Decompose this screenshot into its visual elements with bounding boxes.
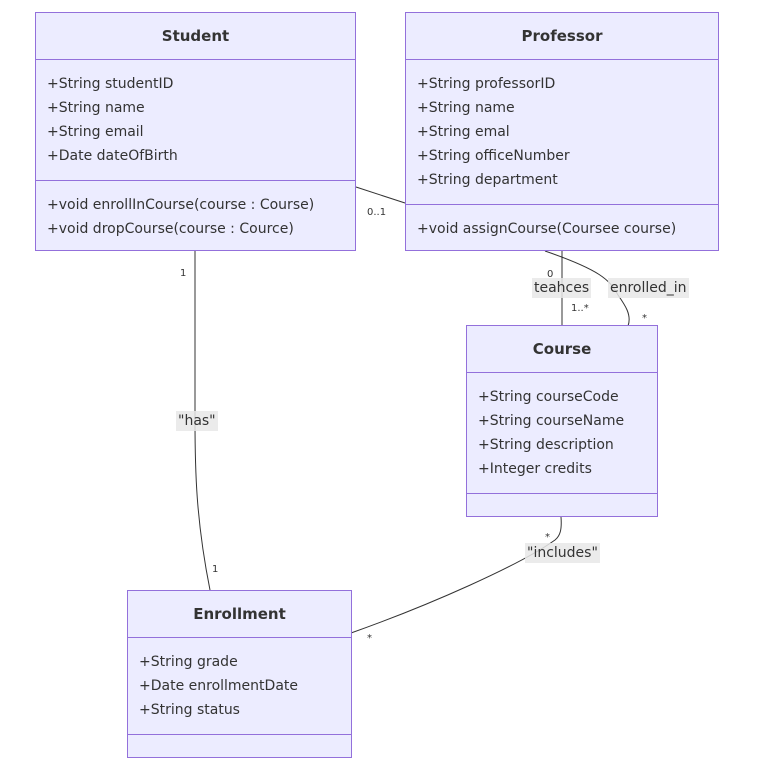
attributes-section: +String courseCode +String courseName +S… (467, 373, 657, 494)
class-title: Course (467, 326, 657, 373)
multiplicity: * (642, 313, 647, 324)
methods-section: +void assignCourse(Coursee course) (406, 205, 718, 249)
multiplicity: 1 (180, 268, 187, 279)
class-professor[interactable]: Professor +String professorID +String na… (405, 12, 719, 251)
attribute: +String professorID (417, 76, 556, 92)
methods-section (128, 735, 351, 755)
edge-student-professor (355, 186, 406, 204)
relation-label-enrolled-in: enrolled_in (608, 278, 689, 298)
attributes-section: +String professorID +String name +String… (406, 60, 718, 205)
method: +void enrollInCourse(course : Course) (47, 197, 315, 213)
class-course[interactable]: Course +String courseCode +String course… (466, 325, 658, 517)
attribute: +String name (417, 100, 515, 116)
attribute: +String courseCode (478, 389, 619, 405)
multiplicity: 1..* (571, 303, 589, 314)
attribute: +String studentID (47, 76, 174, 92)
methods-section (467, 494, 657, 514)
attribute: +String status (139, 702, 240, 718)
method: +void assignCourse(Coursee course) (417, 221, 677, 237)
class-title: Enrollment (128, 591, 351, 638)
multiplicity: 0..1 (367, 207, 387, 218)
methods-section: +void enrollInCourse(course : Course) +v… (36, 181, 355, 249)
attribute: +String name (47, 100, 145, 116)
class-student[interactable]: Student +String studentID +String name +… (35, 12, 356, 251)
attribute: +String courseName (478, 413, 625, 429)
class-title: Professor (406, 13, 718, 60)
relation-label-includes: "includes" (525, 543, 600, 563)
multiplicity: * (367, 633, 372, 644)
multiplicity: 0 (547, 269, 554, 280)
relation-label-teaches: teahces (532, 278, 592, 298)
attribute: +String department (417, 172, 558, 188)
multiplicity: * (545, 532, 550, 543)
attributes-section: +String grade +Date enrollmentDate +Stri… (128, 638, 351, 735)
attribute: +Date enrollmentDate (139, 678, 298, 694)
attribute: +Date dateOfBirth (47, 148, 178, 164)
attribute: +String officeNumber (417, 148, 570, 164)
multiplicity: 1 (212, 564, 219, 575)
attributes-section: +String studentID +String name +String e… (36, 60, 355, 181)
class-title: Student (36, 13, 355, 60)
relation-label-has: "has" (176, 411, 218, 431)
attribute: +String description (478, 437, 614, 453)
class-enrollment[interactable]: Enrollment +String grade +Date enrollmen… (127, 590, 352, 758)
method: +void dropCourse(course : Cource) (47, 221, 294, 237)
edge-course-enrollment-includes (350, 516, 562, 634)
attribute: +String emal (417, 124, 510, 140)
attribute: +String email (47, 124, 144, 140)
attribute: +Integer credits (478, 461, 592, 477)
attribute: +String grade (139, 654, 238, 670)
